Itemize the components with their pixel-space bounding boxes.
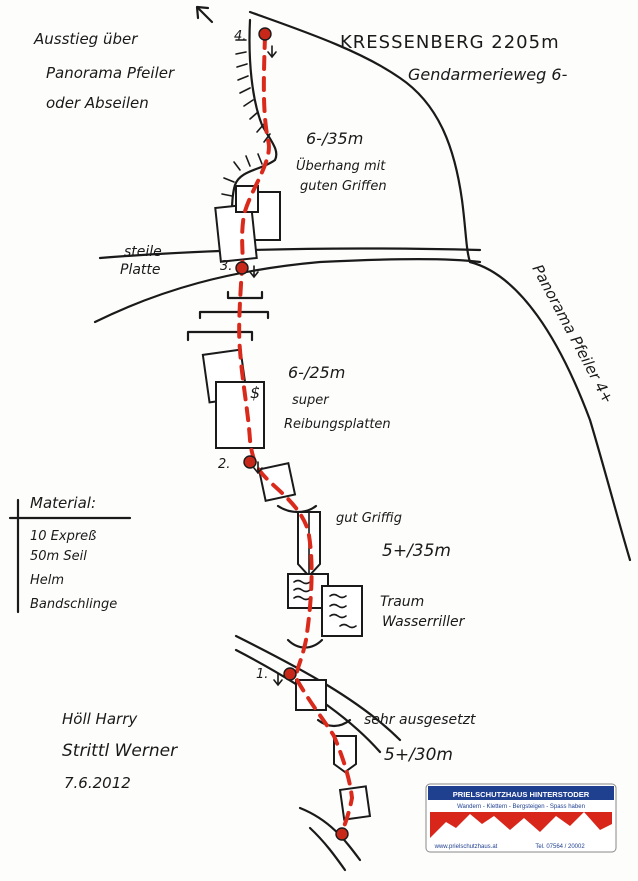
material-item-4: Bandschlinge [30, 597, 117, 612]
dihedral-pitch1 [333, 735, 357, 774]
tour-date: 7.6.2012 [64, 774, 131, 792]
belay-station-2 [243, 455, 257, 469]
rock-block-pitch2 [257, 462, 297, 502]
route-name: Gendarmerieweg 6- [408, 65, 568, 84]
rappel-arrow-2 [253, 461, 263, 475]
material-title: Material: [30, 494, 96, 512]
pitch-4-number: 4. [234, 29, 246, 44]
rock-hatching-upper [221, 39, 271, 197]
summit-ridge-line [248, 10, 472, 264]
climbing-route-line [237, 34, 355, 834]
pitch-2-number: 2. [218, 457, 230, 472]
sponsor-badge: PRIELSCHUTZHAUS HINTERSTODER Wandern - K… [425, 783, 617, 853]
sponsor-phone: Tel. 07564 / 20002 [535, 844, 585, 850]
overhang-brackets [186, 290, 270, 342]
material-item-2: 50m Seil [30, 549, 87, 564]
pitch-1-grade: 5+/30m [384, 745, 453, 765]
sponsor-tagline: Wandern - Klettern - Bergsteigen - Spass… [457, 804, 585, 810]
rappel-arrow-1 [273, 673, 283, 687]
bolt-marker: $ [250, 383, 260, 402]
mountain-silhouette-icon [430, 812, 612, 838]
start-point [335, 827, 349, 841]
pitch-3-note-1: super [292, 393, 330, 408]
pitch-4-note-2: guten Griffen [300, 179, 387, 194]
pitch-3-grade: 6-/25m [288, 363, 345, 382]
exit-note-line-3: oder Abseilen [46, 94, 149, 112]
rock-slab-pitch3-lower [215, 381, 265, 449]
water-groove-marks [293, 579, 357, 629]
summit-title: KRESSENBERG 2205m [340, 32, 560, 53]
material-item-3: Helm [30, 573, 64, 588]
belay-station-3 [235, 261, 249, 275]
pitch-1-number: 1. [256, 667, 268, 682]
ledge-line-base-b [308, 826, 347, 872]
exit-note-line-1: Ausstieg über [33, 30, 138, 48]
water-grooves-label-1: Traum [380, 594, 424, 610]
rappel-arrow-3 [249, 265, 259, 279]
pitch-3-number: 3. [220, 259, 232, 274]
pitch-3-note-2: Reibungsplatten [284, 417, 391, 432]
upper-rock-edge [230, 18, 278, 214]
pitch-4-note-1: Überhang mit [296, 157, 386, 174]
pitch-2-grade: 5+/35m [382, 541, 451, 561]
belay-station-1 [283, 667, 297, 681]
terrace-line-upper [98, 247, 482, 260]
rappel-arrow-4 [267, 45, 277, 59]
pitch-4-grade: 6-/35m [306, 129, 363, 148]
terrace-line-lower [93, 257, 482, 324]
author-2: Strittl Werner [62, 741, 178, 761]
water-grooves-label-2: Wasserriller [382, 614, 466, 630]
rock-block-pitch1-lower [338, 785, 372, 821]
material-item-1: 10 Expreß [30, 529, 96, 544]
pitch-2-note-1: gut Griffig [336, 511, 402, 526]
panorama-ridge-line [468, 260, 632, 562]
pitch-1-note-1: sehr ausgesetzt [364, 712, 476, 728]
ledge-line-base-a [298, 806, 362, 862]
sponsor-name: PRIELSCHUTZHAUS HINTERSTODER [453, 790, 590, 799]
sponsor-website: www.prielschutzhaus.at [434, 844, 498, 850]
belay-station-4 [258, 27, 272, 41]
side-route-label: Panorama Pfeiler 4+ [528, 261, 617, 406]
direction-arrow-icon [195, 5, 214, 24]
exit-note-line-2: Panorama Pfeiler [46, 64, 175, 82]
author-1: Höll Harry [62, 710, 138, 728]
rock-slab-pitch4-front [214, 203, 258, 263]
water-groove-slab-right [321, 585, 363, 637]
steep-slab-label-2: Platte [120, 262, 161, 278]
roof-arc-pitch1 [316, 718, 352, 728]
steep-slab-label-1: steile [124, 244, 162, 260]
